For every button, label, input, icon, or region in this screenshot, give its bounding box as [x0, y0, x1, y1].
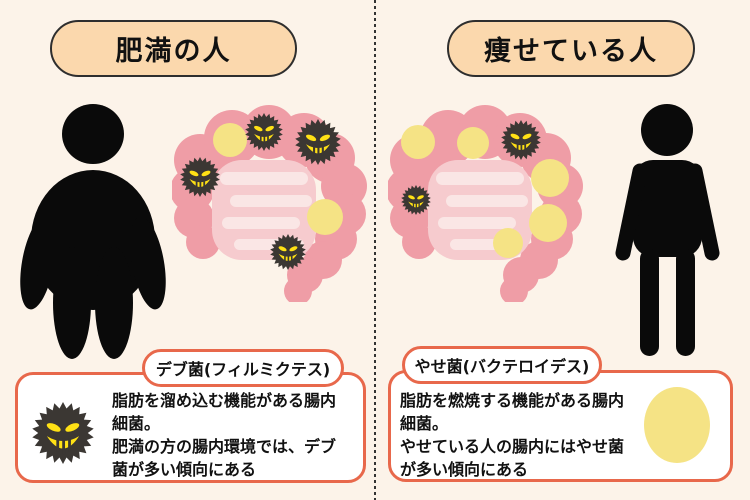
- good-bacteria-icon: [307, 199, 343, 235]
- panel-divider: [374, 0, 376, 500]
- thin-person-silhouette: [600, 103, 735, 358]
- intestine-icon: [386, 105, 583, 305]
- thin-bacteria-name-pill: やせ菌(バクテロイデス): [402, 346, 602, 384]
- good-bacteria-icon: [531, 159, 569, 197]
- good-bacteria-icon: [493, 228, 523, 258]
- thin-info-text: 脂肪を燃焼する機能がある腸内 細菌。 やせている人の腸内にはやせ菌 が多い傾向に…: [400, 391, 625, 479]
- good-bacteria-icon: [457, 127, 489, 159]
- good-bacteria-icon: [529, 204, 567, 242]
- thin-person-icon: [615, 104, 720, 356]
- bad-bacteria-icon: [295, 119, 341, 165]
- bad-bacteria-icon: [501, 120, 541, 160]
- obese-bacteria-name-pill: デブ菌(フィルミクテス): [142, 349, 344, 387]
- bad-bacteria-mascot-icon: [32, 402, 94, 464]
- obese-header-pill: 肥満の人: [50, 20, 297, 77]
- thin-header-pill: 痩せている人: [447, 20, 695, 77]
- obese-info-box: [15, 372, 366, 483]
- thin-gut-bacteria-layer: [388, 102, 583, 302]
- good-bacteria-mascot-icon: [644, 387, 710, 463]
- thin-bacteria-name: やせ菌(バクテロイデス): [414, 357, 590, 376]
- good-bacteria-icon: [401, 125, 435, 159]
- obese-gut-bacteria-layer: [172, 102, 367, 302]
- obese-info-text: 脂肪を溜め込む機能がある腸内 細菌。 肥満の方の腸内環境では、デブ 菌が多い傾向…: [112, 391, 337, 479]
- thin-gut-illustration: [386, 102, 583, 305]
- intestine-icon: [170, 105, 367, 305]
- obese-person-icon: [20, 104, 166, 359]
- good-bacteria-icon: [213, 123, 247, 157]
- bad-bacteria-icon: [245, 113, 283, 151]
- obese-gut-illustration: [170, 102, 367, 305]
- bad-bacteria-icon: [180, 157, 220, 197]
- bad-bacteria-icon: [401, 185, 431, 215]
- thin-info-box: [388, 370, 733, 482]
- bad-bacteria-icon: [270, 234, 306, 270]
- obese-bacteria-name: デブ菌(フィルミクテス): [155, 360, 331, 379]
- obese-person-silhouette: [8, 100, 178, 360]
- thin-header-label: 痩せている人: [484, 36, 658, 67]
- obese-header-label: 肥満の人: [115, 36, 232, 67]
